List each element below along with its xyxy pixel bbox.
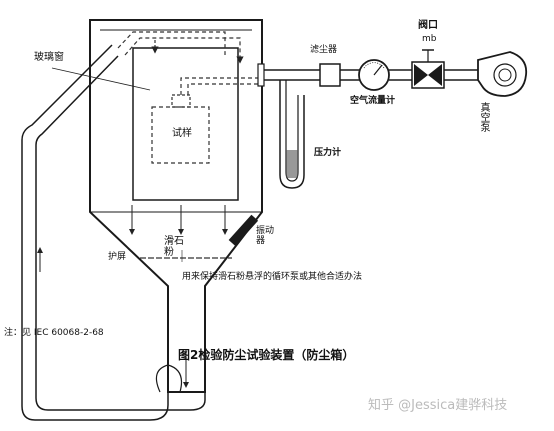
label-vacuum-pump: 真空泵 (478, 102, 489, 132)
vibrator (228, 214, 259, 246)
manometer-fluid (286, 150, 298, 178)
label-airflow-meter: 空气流量计 (350, 96, 396, 106)
label-glass-window: 玻璃窗 (34, 52, 64, 63)
manometer-u-tube-outer (279, 80, 305, 189)
vacuum-pump (477, 51, 528, 97)
valve (411, 49, 445, 89)
watermark: 知乎 @Jessica建骅科技 (368, 398, 508, 413)
top-flow-dashed-1 (124, 37, 244, 64)
circulation-pipe-bend (155, 364, 183, 393)
specimen-exhaust-tube (180, 77, 262, 95)
leader-glass-window (51, 67, 151, 91)
figure-caption: 图2检验防尘试验装置（防尘箱） (178, 348, 355, 362)
specimen-exhaust-tube-2 (187, 83, 262, 95)
specimen-box (151, 106, 210, 164)
chamber-wall (89, 19, 263, 393)
label-circulation-note: 用来保持滑石粉悬浮的循环泵或其他合适办法 (182, 272, 363, 282)
label-valve-unit: mb (422, 34, 437, 44)
top-flow-dashed-2 (117, 31, 226, 55)
glass-window-box (132, 47, 239, 201)
circulation-pipe-inner (35, 55, 206, 411)
label-pressure-gauge: 压力计 (314, 148, 342, 158)
airflow-meter-gauge (358, 59, 390, 91)
label-guard: 护屏 (108, 252, 127, 262)
label-vibrator: 振动器 (256, 226, 275, 246)
chamber-flange (257, 63, 265, 87)
circulation-pipe-outer (21, 44, 169, 421)
label-note: 注：见 IEC 60068-2-68 (4, 328, 104, 338)
label-valve: 阀口 (418, 20, 438, 31)
label-talc: 滑石粉 (164, 236, 184, 258)
label-dust-filter: 滤尘器 (310, 45, 338, 55)
label-specimen: 试样 (172, 128, 192, 139)
dust-filter (319, 63, 341, 87)
specimen-connector (171, 94, 191, 108)
